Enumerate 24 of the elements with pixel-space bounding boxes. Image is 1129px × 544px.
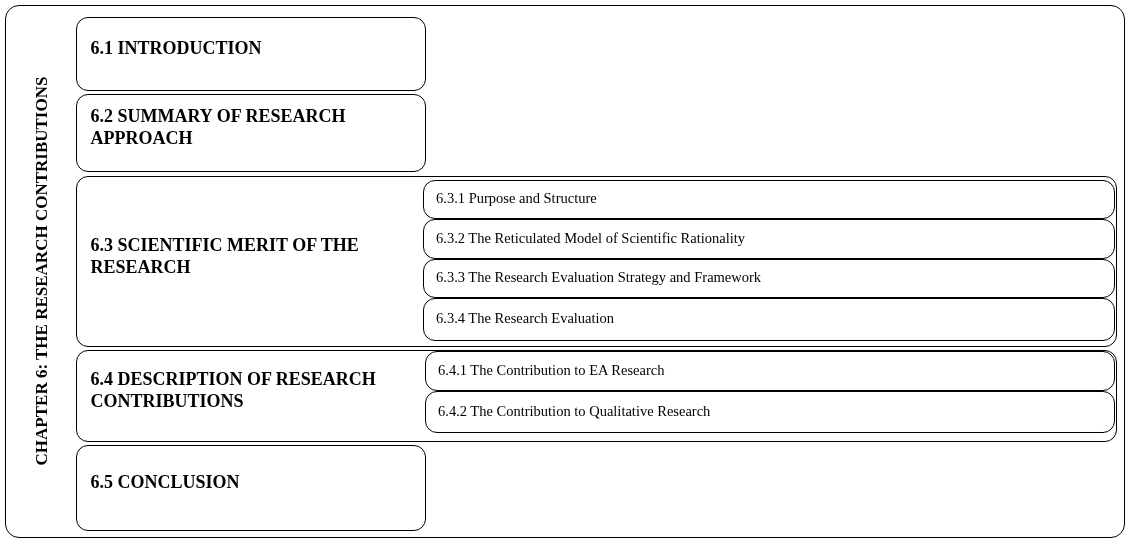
section-title: 6.3.1 Purpose and Structure [436,190,598,208]
section-title: 6.1 INTRODUCTION [90,38,263,60]
section-box [75,444,426,531]
section-box [423,259,1115,298]
section-title: 6.4.1 The Contribution to EA Research [438,361,666,380]
chapter-title: CHAPTER 6: THE RESEARCH CONTRIBUTIONS [32,75,52,467]
section-box [75,349,1117,442]
section-box [5,5,1125,538]
section-box [75,93,426,172]
section-title: 6.3 SCIENTIFIC MERIT OF THE RESEARCH [90,234,360,279]
section-title: 6.4.2 The Contribution to Qualitative Research [438,402,712,421]
section-title: 6.5 CONCLUSION [90,472,241,494]
section-title: 6.3.2 The Reticulated Model of Scientific Rationality [436,229,746,248]
section-title: 6.3.3 The Research Evaluation Strategy and Framework [436,269,763,287]
section-box [425,391,1115,433]
section-box [423,219,1115,259]
section-title: 6.3.4 The Research Evaluation [436,310,616,328]
section-title: 6.4 DESCRIPTION OF RESEARCH CONTRIBUTIONS [90,369,377,413]
section-box [423,298,1115,341]
section-box [75,175,1117,347]
section-box [423,180,1115,219]
section-box [425,351,1115,391]
section-box [75,16,426,91]
section-title: 6.2 SUMMARY OF RESEARCH APPROACH [90,106,347,150]
